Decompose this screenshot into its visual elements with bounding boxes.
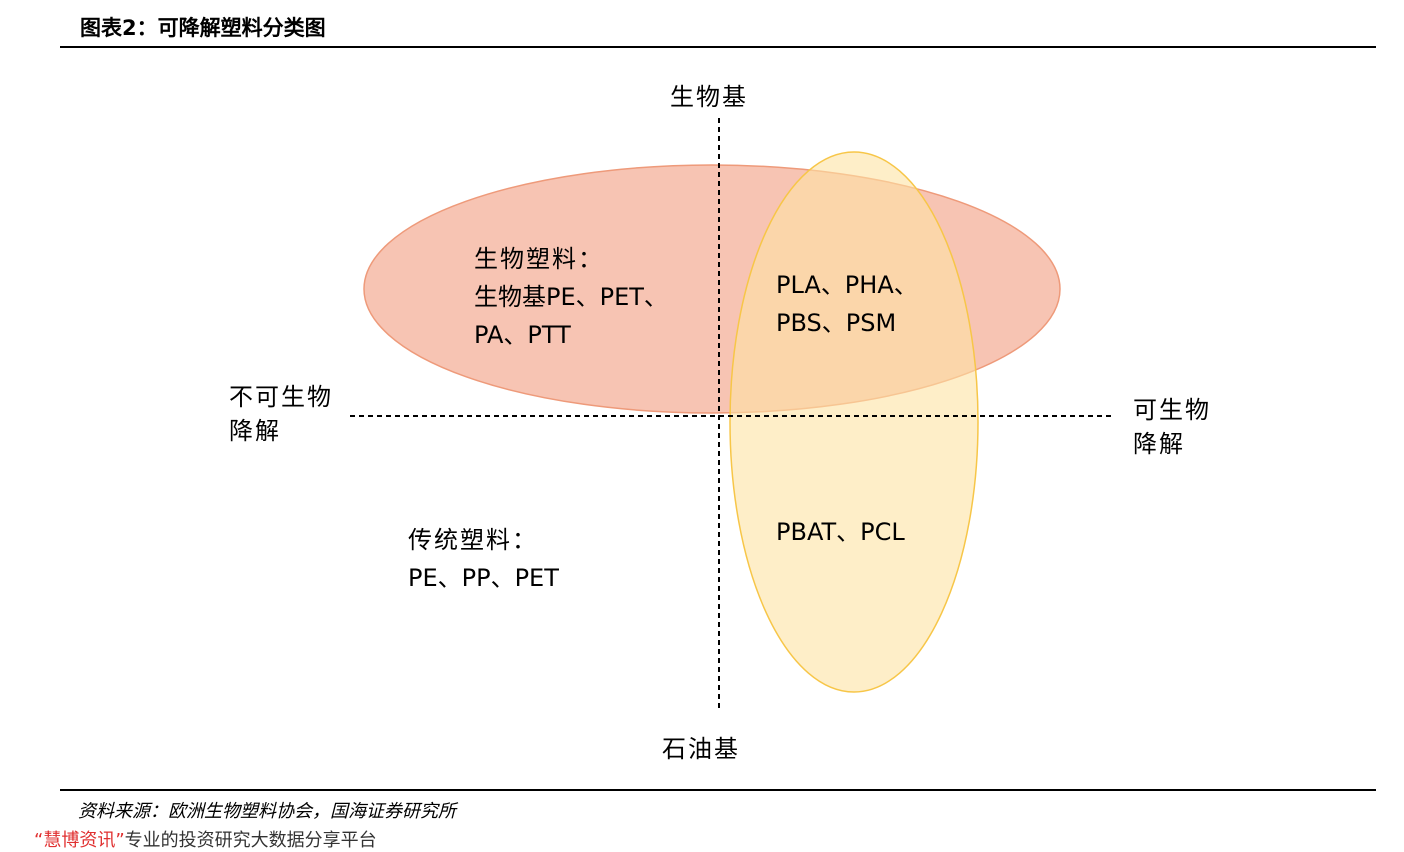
axis-label-left-line2: 降解 <box>229 417 281 445</box>
axis-label-right-line1: 可生物 <box>1133 396 1211 424</box>
top-rule <box>60 46 1376 48</box>
bio-plastics-line3: PA、PTT <box>474 321 571 349</box>
axis-label-left-line1: 不可生物 <box>229 383 333 411</box>
traditional-plastics-text: 传统塑料： PE、PP、PET <box>408 521 559 597</box>
axis-label-top: 生物基 <box>670 83 748 111</box>
overlap-top-line1: PLA、PHA、 <box>776 271 918 299</box>
axis-label-bottom: 石油基 <box>662 735 740 763</box>
overlap-bottom-text: PBAT、PCL <box>776 513 905 551</box>
overlap-bottom-line1: PBAT、PCL <box>776 518 905 546</box>
bio-plastics-text: 生物塑料： 生物基PE、PET、 PA、PTT <box>474 240 668 354</box>
overlap-top-line2: PBS、PSM <box>776 309 897 337</box>
axis-label-left: 不可生物 降解 <box>229 380 333 448</box>
watermark: “慧博资讯”专业的投资研究大数据分享平台 <box>34 826 377 852</box>
figure-title: 图表2：可降解塑料分类图 <box>80 16 326 40</box>
source-note: 资料来源：欧洲生物塑料协会，国海证券研究所 <box>78 801 456 822</box>
biodegradable-ellipse <box>729 151 979 693</box>
traditional-line2: PE、PP、PET <box>408 564 559 592</box>
bio-plastics-line2: 生物基PE、PET、 <box>474 283 668 311</box>
axis-label-right-line2: 降解 <box>1133 430 1185 458</box>
overlap-top-text: PLA、PHA、 PBS、PSM <box>776 266 918 342</box>
traditional-heading: 传统塑料： <box>408 526 538 554</box>
bottom-rule <box>60 789 1376 791</box>
bio-plastics-heading: 生物塑料： <box>474 245 604 273</box>
axis-label-right: 可生物 降解 <box>1133 393 1211 461</box>
